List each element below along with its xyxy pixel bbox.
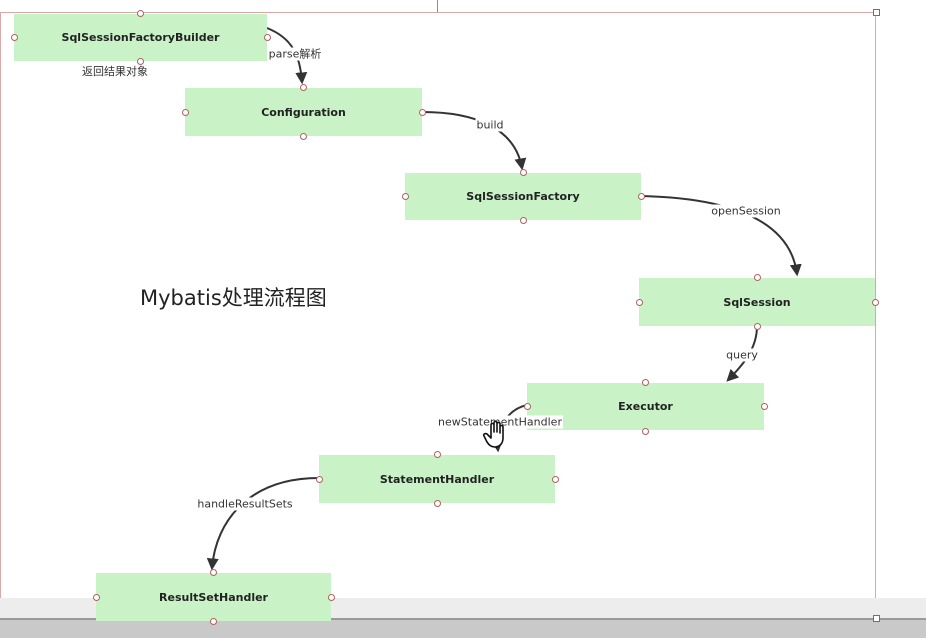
connector-handle-top[interactable]: [300, 84, 307, 91]
node-configuration[interactable]: Configuration: [185, 88, 422, 136]
edge-label-handleresultsets[interactable]: handleResultSets: [196, 497, 294, 511]
connector-handle-right[interactable]: [872, 299, 879, 306]
connector-handle-left[interactable]: [11, 34, 18, 41]
connector-handle-bottom[interactable]: [434, 500, 441, 507]
ruler-tick: [437, 0, 438, 12]
node-label: StatementHandler: [379, 472, 495, 486]
node-sqlsession[interactable]: SqlSession: [639, 278, 875, 326]
node-resultsethandler[interactable]: ResultSetHandler: [96, 573, 331, 621]
edge-configuration-factory[interactable]: [421, 111, 527, 171]
connector-handle-bottom[interactable]: [210, 618, 217, 625]
connector-handle-right[interactable]: [761, 403, 768, 410]
connector-handle-left[interactable]: [636, 299, 643, 306]
connector-handle-top[interactable]: [210, 569, 217, 576]
node-label: SqlSessionFactory: [466, 190, 580, 203]
edge-statement-resultset[interactable]: [206, 477, 320, 571]
node-label: SqlSession: [723, 295, 791, 309]
connector-handle-right[interactable]: [419, 109, 426, 116]
node-sqlsessionfactorybuilder[interactable]: SqlSessionFactoryBuilder: [14, 14, 267, 61]
connector-handle-right[interactable]: [552, 476, 559, 483]
node-label: Executor: [618, 400, 673, 413]
edge-label-parse[interactable]: parse解析: [267, 47, 323, 61]
node-executor[interactable]: Executor: [527, 383, 764, 430]
connector-handle-top[interactable]: [520, 169, 527, 176]
note-return-result[interactable]: 返回结果对象: [82, 65, 148, 78]
connector-handle-right[interactable]: [638, 193, 645, 200]
connector-handle-right[interactable]: [328, 594, 335, 601]
connector-handle-bottom[interactable]: [520, 217, 527, 224]
node-sqlsessionfactory[interactable]: SqlSessionFactory: [405, 173, 641, 220]
connector-handle-left[interactable]: [93, 594, 100, 601]
edge-label-newstatementhandler[interactable]: newStatementHandler: [437, 415, 563, 429]
connector-handle-top[interactable]: [642, 379, 649, 386]
connector-handle-bottom[interactable]: [642, 428, 649, 435]
connector-handle-bottom[interactable]: [754, 323, 761, 330]
node-label: ResultSetHandler: [159, 590, 268, 604]
edge-label-query[interactable]: query: [725, 348, 759, 362]
connector-handle-bottom[interactable]: [300, 133, 307, 140]
edge-label-build[interactable]: build: [475, 118, 505, 132]
frame-resize-handle-bottom-right[interactable]: [873, 615, 880, 622]
connector-handle-top[interactable]: [137, 10, 144, 17]
hand-pointer-icon: [482, 420, 504, 448]
node-statementhandler[interactable]: StatementHandler: [319, 455, 555, 503]
connector-handle-right[interactable]: [264, 34, 271, 41]
connector-handle-bottom[interactable]: [137, 58, 144, 65]
connector-handle-left[interactable]: [316, 476, 323, 483]
edge-label-opensession[interactable]: openSession: [710, 204, 782, 218]
window-bottom-band: [0, 618, 926, 638]
frame-resize-handle-top-right[interactable]: [873, 9, 880, 16]
connector-handle-top[interactable]: [754, 274, 761, 281]
diagram-title[interactable]: Mybatis处理流程图: [140, 286, 327, 310]
node-label: SqlSessionFactoryBuilder: [61, 31, 220, 44]
connector-handle-left[interactable]: [402, 193, 409, 200]
node-label: Configuration: [261, 105, 346, 119]
connector-handle-left[interactable]: [182, 109, 189, 116]
connector-handle-left[interactable]: [524, 403, 531, 410]
connector-handle-top[interactable]: [434, 451, 441, 458]
